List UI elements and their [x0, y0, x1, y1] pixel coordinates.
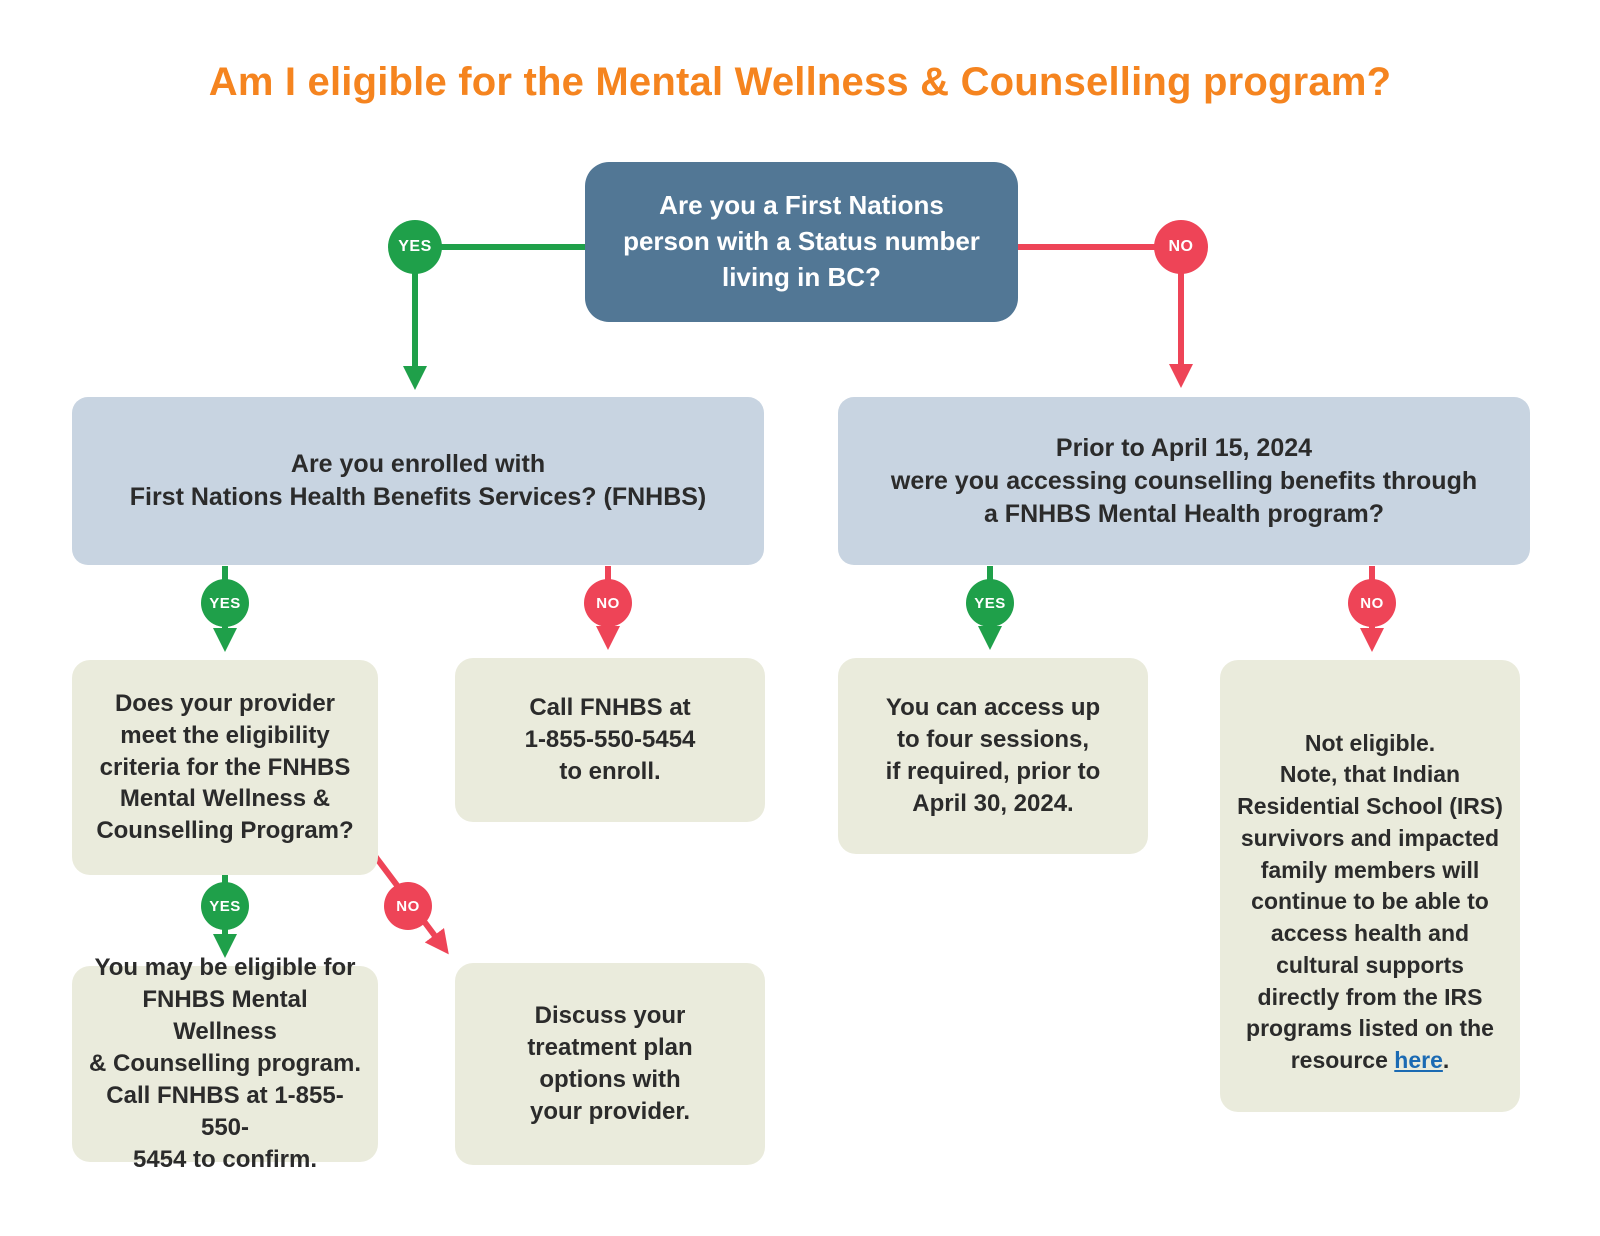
not-eligible-suffix: .: [1442, 1047, 1450, 1074]
question-prior-access: Prior to April 15, 2024 were you accessi…: [838, 397, 1530, 565]
node-provider-criteria: Does your provider meet the eligibility …: [72, 660, 378, 875]
badge-yes-enrolled: YES: [201, 579, 249, 627]
question-enrolled-fnhbs: Are you enrolled with First Nations Heal…: [72, 397, 764, 565]
badge-yes-first-nations: YES: [388, 220, 442, 274]
not-eligible-text: Not eligible. Note, that Indian Resident…: [1237, 729, 1503, 1074]
page-title: Am I eligible for the Mental Wellness & …: [208, 60, 1392, 104]
badge-no-prior: NO: [1348, 579, 1396, 627]
node-not-eligible: Not eligible. Note, that Indian Resident…: [1220, 660, 1520, 1112]
resource-here-link[interactable]: here: [1394, 1047, 1443, 1074]
badge-no-first-nations: NO: [1154, 220, 1208, 274]
node-discuss-plan: Discuss your treatment plan options with…: [455, 963, 765, 1165]
badge-no-criteria: NO: [384, 882, 432, 930]
question-first-nations-status: Are you a First Nations person with a St…: [585, 162, 1018, 322]
node-may-be-eligible: You may be eligible for FNHBS Mental Wel…: [72, 954, 378, 1173]
node-four-sessions: You can access up to four sessions, if r…: [838, 658, 1148, 854]
badge-no-enrolled: NO: [584, 579, 632, 627]
node-call-to-enroll: Call FNHBS at 1-855-550-5454 to enroll.: [455, 658, 765, 822]
badge-yes-prior: YES: [966, 579, 1014, 627]
badge-yes-criteria: YES: [201, 882, 249, 930]
